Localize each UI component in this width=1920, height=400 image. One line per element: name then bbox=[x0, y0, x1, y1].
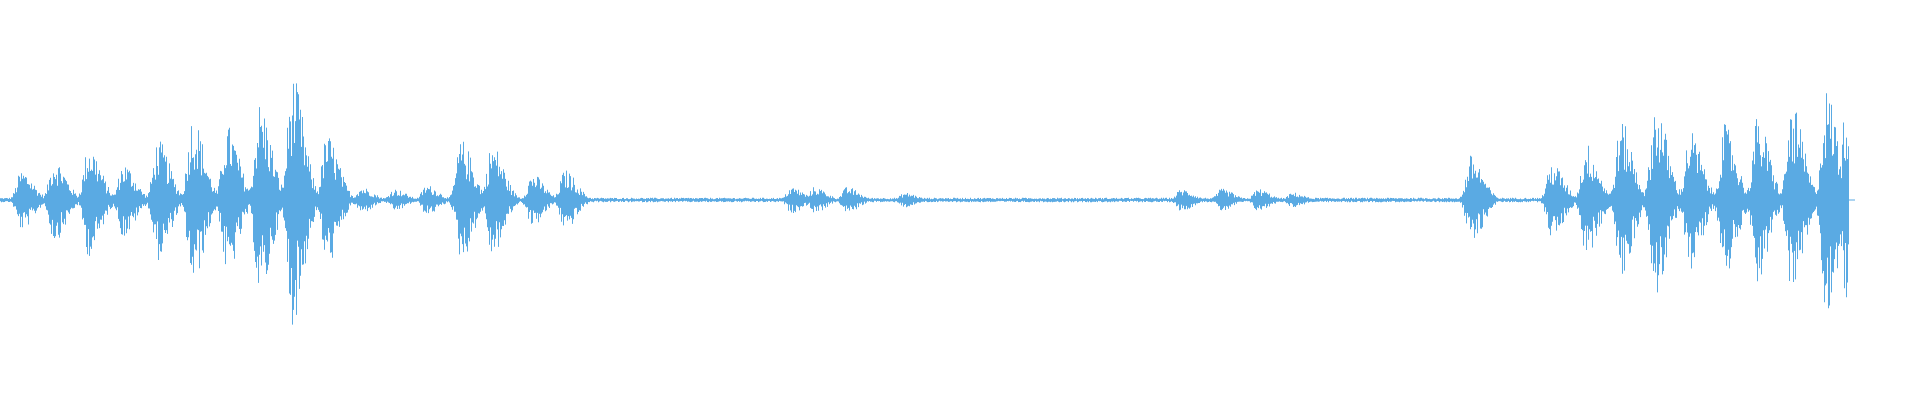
waveform-path bbox=[0, 83, 1849, 325]
waveform-samples bbox=[0, 83, 1849, 325]
